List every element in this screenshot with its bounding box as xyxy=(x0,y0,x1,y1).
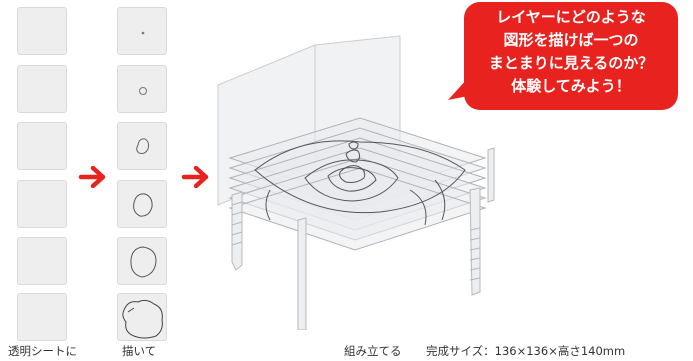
blank-sheet xyxy=(17,7,67,55)
caption-step2: 描いて xyxy=(122,344,157,358)
blank-sheet xyxy=(17,122,67,170)
drawn-sheet-blob xyxy=(117,237,167,285)
bubble-line: まとまりに見えるのか？ xyxy=(488,54,654,72)
drawn-sheet-medium-shape xyxy=(117,122,167,170)
bubble-line: 体験してみよう！ xyxy=(511,77,631,95)
blank-sheet xyxy=(17,65,67,113)
assembled-model-illustration xyxy=(217,35,495,330)
drawn-sheet-small-circle xyxy=(117,65,167,113)
caption-step3: 組み立てる xyxy=(344,344,402,358)
arrow-right-icon xyxy=(181,166,209,188)
drawn-sheet-larger-shape xyxy=(117,180,167,228)
caption-size: 完成サイズ：136×136×高さ140mm xyxy=(426,344,626,358)
arrow-right-icon xyxy=(78,166,106,188)
bubble-line: 図形を描けば一つの xyxy=(503,31,639,49)
drawn-sheet-contour xyxy=(117,293,167,341)
caption-step1: 透明シートに xyxy=(8,344,77,358)
drawn-sheet-dot xyxy=(117,7,167,55)
blank-sheet xyxy=(17,180,67,228)
bubble-line: レイヤーにどのような xyxy=(496,8,646,26)
blank-sheet xyxy=(17,237,67,285)
speech-bubble: レイヤーにどのような 図形を描けば一つの まとまりに見えるのか？ 体験してみよう… xyxy=(448,0,693,122)
blank-sheet xyxy=(17,293,67,341)
